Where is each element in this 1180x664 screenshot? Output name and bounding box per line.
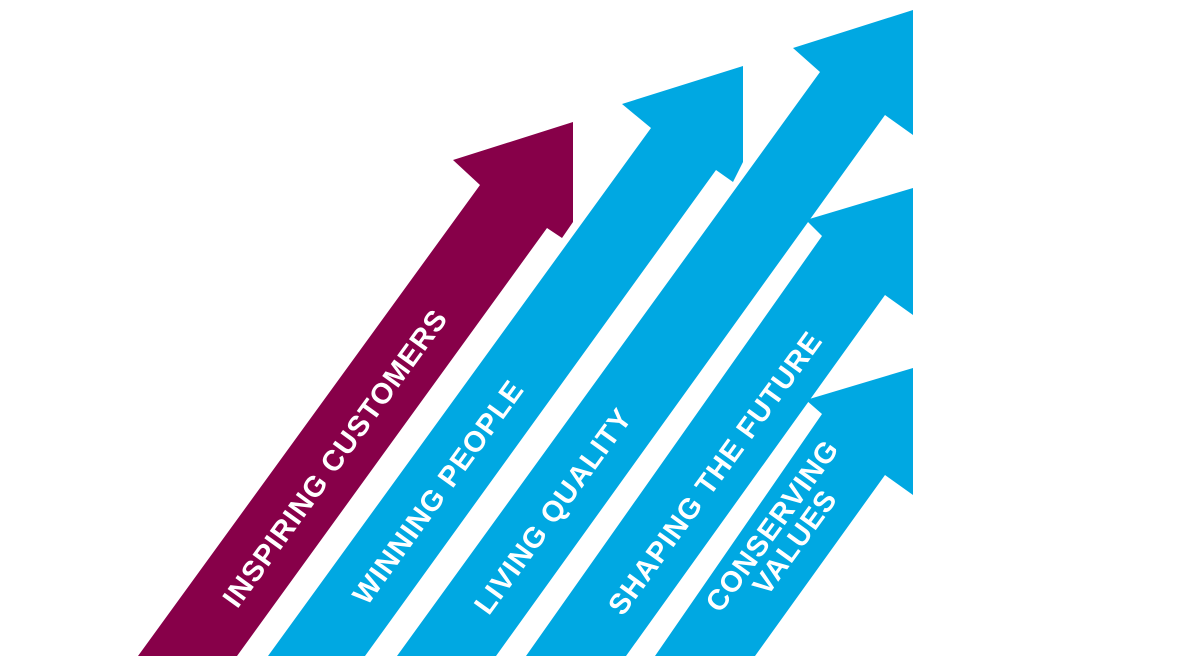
arrow-shaping-the-future: [526, 188, 913, 656]
arrow-living-quality: [397, 10, 913, 656]
arrow-inspiring-customers: [138, 122, 573, 656]
arrow-conserving-values: [655, 368, 913, 656]
arrow-winning-people: [268, 66, 743, 656]
